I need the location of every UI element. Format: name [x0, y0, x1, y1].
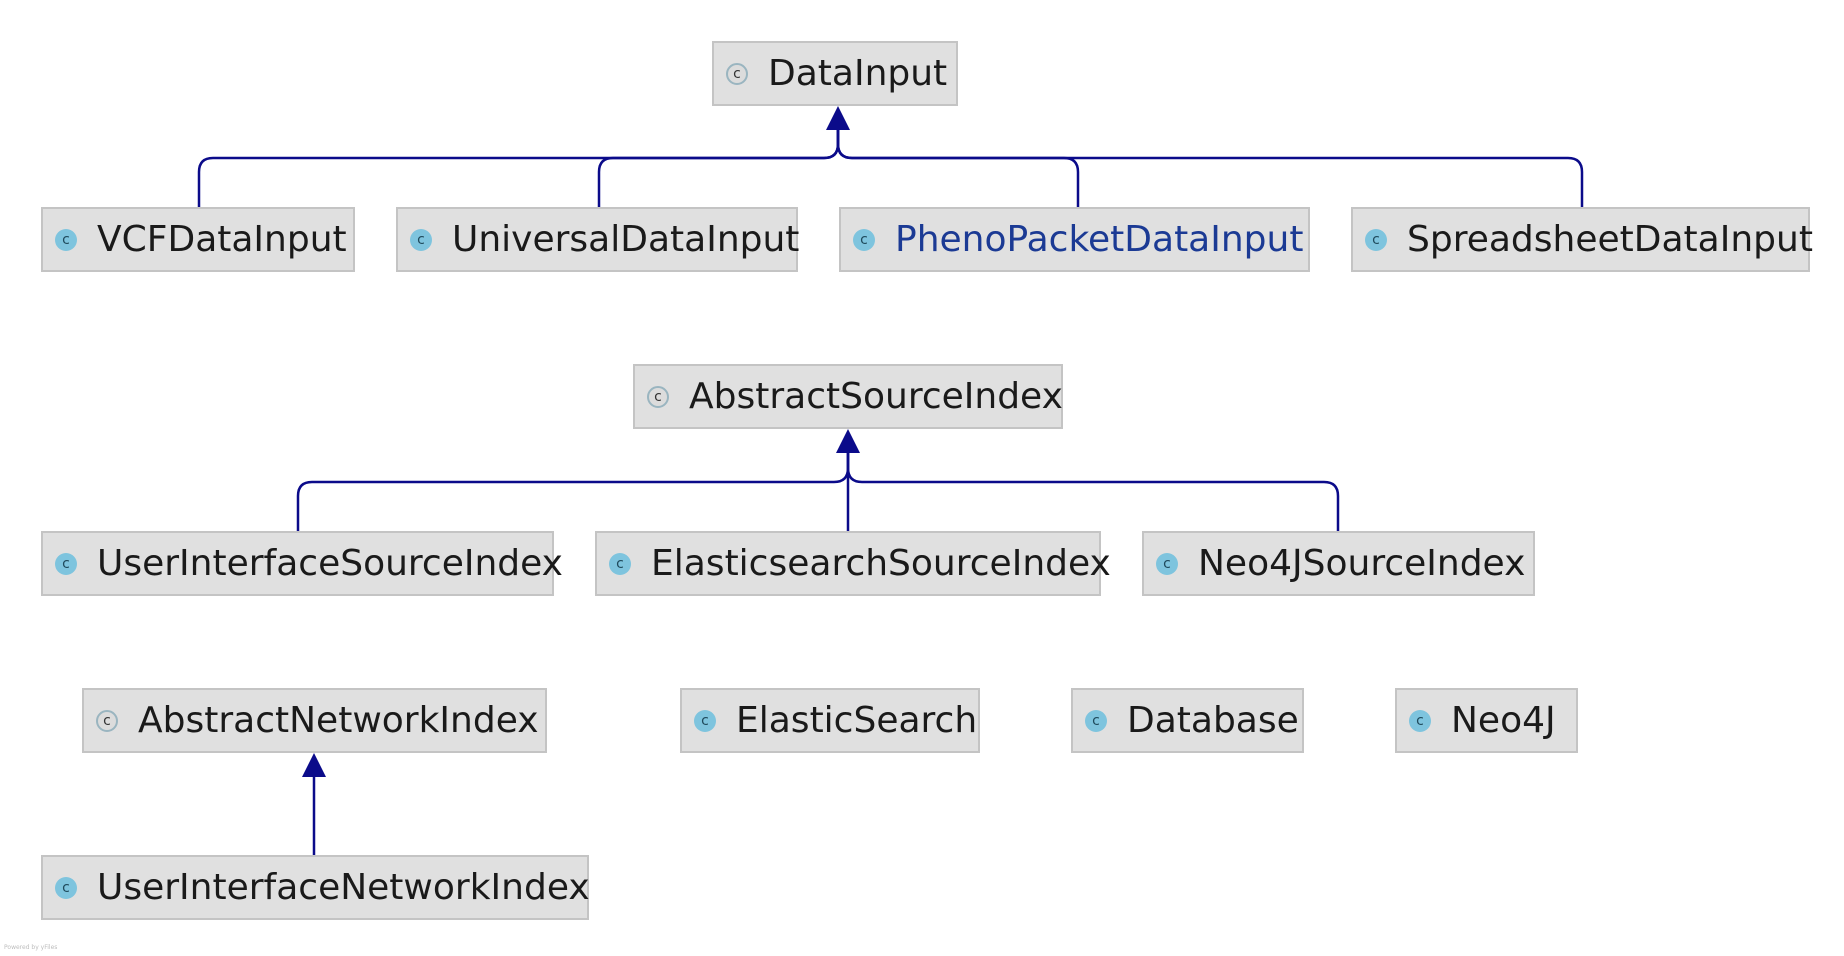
class-icon: c: [853, 228, 875, 251]
class-name: Database: [1127, 700, 1299, 741]
inheritance-edge: [836, 130, 1080, 207]
class-name: SpreadsheetDataInput: [1407, 219, 1813, 260]
class-icon: c: [55, 552, 77, 575]
class-name: ElasticsearchSourceIndex: [651, 543, 1111, 584]
class-name: AbstractNetworkIndex: [138, 700, 539, 741]
class-node-abstract-source-index[interactable]: c AbstractSourceIndex: [633, 364, 1063, 429]
class-node-neo4j-source-index[interactable]: c Neo4JSourceIndex: [1142, 531, 1535, 596]
class-icon: c: [410, 228, 432, 251]
class-node-abstract-network-index[interactable]: c AbstractNetworkIndex: [82, 688, 547, 753]
class-icon: c: [1156, 552, 1178, 575]
class-name: DataInput: [768, 53, 948, 94]
powered-by-footer: Powered by yFiles: [4, 944, 58, 951]
class-name: UserInterfaceSourceIndex: [97, 543, 563, 584]
class-name: Neo4J: [1451, 700, 1556, 741]
inheritance-edge: [836, 130, 1584, 207]
class-node-user-interface-network-index[interactable]: c UserInterfaceNetworkIndex: [41, 855, 590, 920]
class-node-spreadsheet-data-input[interactable]: c SpreadsheetDataInput: [1351, 207, 1813, 272]
inheritance-edge: [597, 130, 840, 207]
class-icon: c: [609, 552, 631, 575]
class-node-elasticsearch-source-index[interactable]: c ElasticsearchSourceIndex: [595, 531, 1111, 596]
class-node-vcf-data-input[interactable]: c VCFDataInput: [41, 207, 355, 272]
class-node-data-input[interactable]: c DataInput: [712, 41, 958, 106]
class-node-universal-data-input[interactable]: c UniversalDataInput: [396, 207, 800, 272]
class-name: Neo4JSourceIndex: [1198, 543, 1526, 584]
inheritance-arrowhead: [302, 753, 326, 777]
class-icon: c: [55, 876, 77, 899]
class-name: VCFDataInput: [97, 219, 347, 260]
abstract-class-icon: c: [96, 709, 118, 732]
inheritance-arrowhead: [826, 106, 850, 130]
class-node-elastic-search[interactable]: c ElasticSearch: [680, 688, 980, 753]
class-node-user-interface-source-index[interactable]: c UserInterfaceSourceIndex: [41, 531, 563, 596]
class-icon: c: [1365, 228, 1387, 251]
class-name: UserInterfaceNetworkIndex: [97, 867, 590, 908]
class-name: PhenoPacketDataInput: [895, 219, 1304, 260]
class-name: AbstractSourceIndex: [689, 376, 1063, 417]
class-name: UniversalDataInput: [452, 219, 800, 260]
class-icon: c: [1409, 709, 1431, 732]
class-node-database[interactable]: c Database: [1071, 688, 1304, 753]
class-node-neo4j[interactable]: c Neo4J: [1395, 688, 1578, 753]
class-icon: c: [55, 228, 77, 251]
inheritance-edge: [846, 453, 1340, 531]
class-node-pheno-packet-data-input[interactable]: c PhenoPacketDataInput: [839, 207, 1310, 272]
inheritance-arrowhead: [836, 429, 860, 453]
inheritance-edge: [296, 453, 850, 531]
inheritance-edge: [197, 130, 840, 207]
class-icon: c: [1085, 709, 1107, 732]
abstract-class-icon: c: [647, 385, 669, 408]
class-name: ElasticSearch: [736, 700, 978, 741]
class-icon: c: [694, 709, 716, 732]
abstract-class-icon: c: [726, 62, 748, 85]
